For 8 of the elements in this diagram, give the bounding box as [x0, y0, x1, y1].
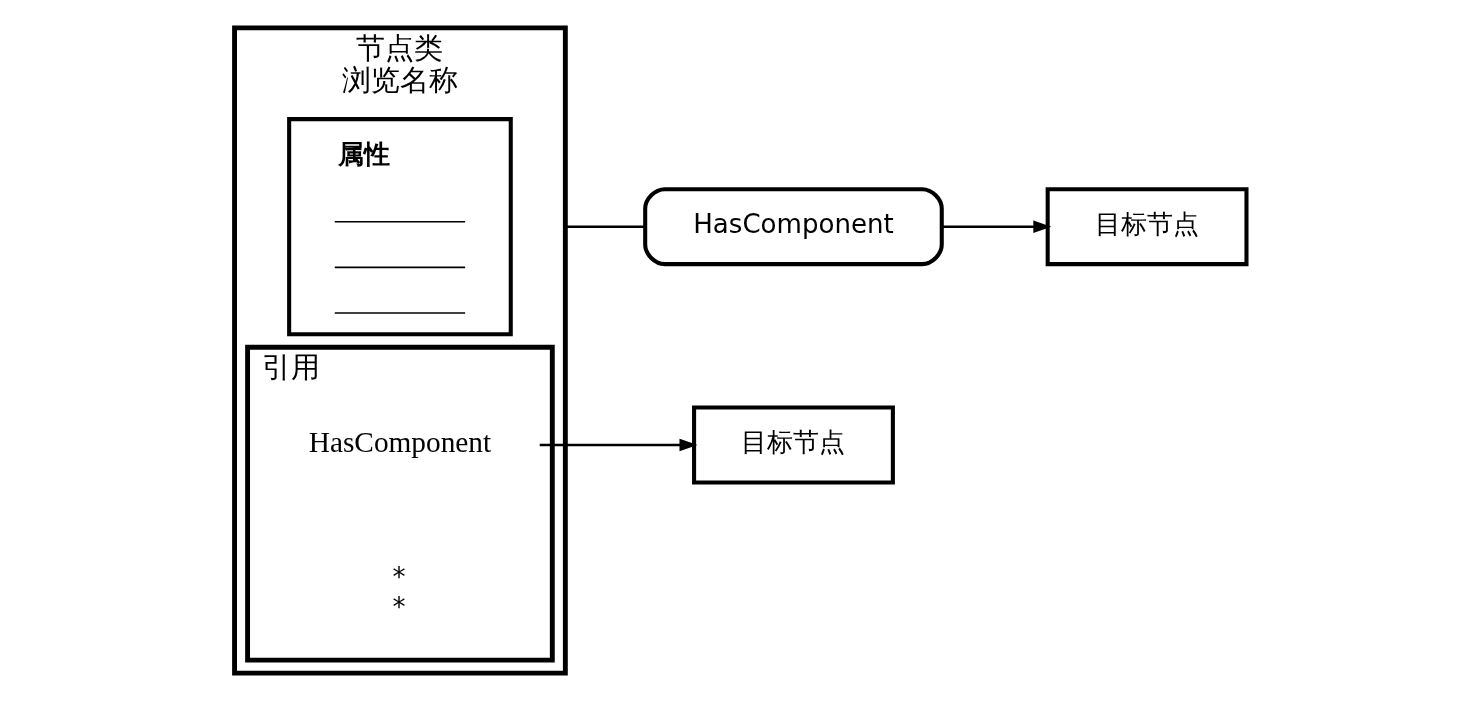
arrow [941, 220, 1051, 233]
node-box: HasComponent [642, 187, 944, 267]
node-text: HasComponent [308, 426, 491, 459]
node-box: 目标节点 [691, 405, 895, 485]
arrow [539, 438, 697, 452]
connector [564, 225, 645, 228]
node-box: 目标节点 [1045, 187, 1248, 267]
node-box: 属性 [286, 117, 513, 337]
